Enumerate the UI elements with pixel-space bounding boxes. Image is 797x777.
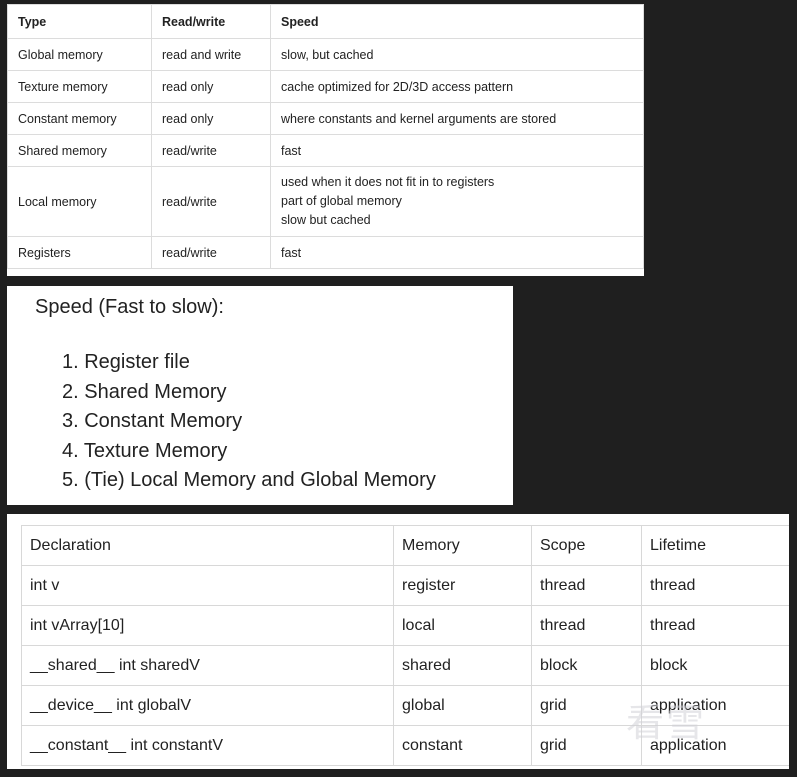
cell-scope: grid [531, 725, 642, 766]
cell-scope: grid [531, 685, 642, 726]
cell-type: Texture memory [7, 70, 152, 103]
cell-declaration: __device__ int globalV [21, 685, 394, 726]
cell-memory: constant [393, 725, 532, 766]
memory-types-table: Type Read/write Speed Global memory read… [7, 4, 644, 269]
cell-type: Local memory [7, 166, 152, 237]
cell-memory: global [393, 685, 532, 726]
table-header-row: Declaration Memory Scope Lifetime [21, 525, 789, 566]
cell-scope: block [531, 645, 642, 686]
list-item: 5. (Tie) Local Memory and Global Memory [62, 469, 436, 491]
speed-ranking-title: Speed (Fast to slow): [35, 296, 224, 318]
cell-read-write: read/write [151, 166, 271, 237]
header-type: Type [7, 4, 152, 39]
table-header-row: Type Read/write Speed [7, 4, 644, 39]
speed-line: part of global memory [281, 194, 402, 208]
cell-read-write: read and write [151, 38, 271, 71]
cell-type: Constant memory [7, 102, 152, 135]
list-item: 1. Register file [62, 351, 190, 373]
table-row: Texture memory read only cache optimized… [7, 70, 644, 103]
cell-read-write: read/write [151, 134, 271, 167]
table-row: Constant memory read only where constant… [7, 102, 644, 135]
cell-type: Global memory [7, 38, 152, 71]
table-row: Shared memory read/write fast [7, 134, 644, 167]
list-item: 2. Shared Memory [62, 380, 227, 403]
header-lifetime: Lifetime [641, 525, 789, 566]
cell-read-write: read/write [151, 236, 271, 269]
header-scope: Scope [531, 525, 642, 566]
table-row: Registers read/write fast [7, 236, 644, 269]
speed-line: slow but cached [281, 213, 371, 227]
cell-scope: thread [531, 565, 642, 606]
table-row: __shared__ int sharedV shared block bloc… [21, 645, 789, 686]
cell-speed: where constants and kernel arguments are… [270, 102, 644, 135]
cell-lifetime: application [641, 725, 789, 766]
cell-lifetime: block [641, 645, 789, 686]
cell-lifetime: thread [641, 605, 789, 646]
cell-type: Shared memory [7, 134, 152, 167]
speed-ranking-panel: Speed (Fast to slow): 1. Register file 2… [7, 286, 513, 505]
cell-speed: fast [270, 134, 644, 167]
cell-declaration: int v [21, 565, 394, 606]
header-declaration: Declaration [21, 525, 394, 566]
cell-speed: used when it does not fit in to register… [270, 166, 644, 237]
table-row: __constant__ int constantV constant grid… [21, 725, 789, 766]
cell-lifetime: thread [641, 565, 789, 606]
list-item: 3. Constant Memory [62, 410, 243, 432]
table-row: __device__ int globalV global grid appli… [21, 685, 789, 726]
cell-speed: cache optimized for 2D/3D access pattern [270, 70, 644, 103]
table-row: int v register thread thread [21, 565, 789, 606]
list-item: 4. Texture Memory [62, 439, 228, 462]
cell-read-write: read only [151, 70, 271, 103]
cell-memory: register [393, 565, 532, 606]
declaration-panel: Declaration Memory Scope Lifetime int v … [7, 514, 789, 769]
header-memory: Memory [393, 525, 532, 566]
table-row: Local memory read/write used when it doe… [7, 166, 644, 237]
cell-type: Registers [7, 236, 152, 269]
cell-speed: fast [270, 236, 644, 269]
cell-declaration: __constant__ int constantV [21, 725, 394, 766]
header-read-write: Read/write [151, 4, 271, 39]
cell-lifetime: application [641, 685, 789, 726]
header-speed: Speed [270, 4, 644, 39]
cell-speed: slow, but cached [270, 38, 644, 71]
declaration-table: Declaration Memory Scope Lifetime int v … [21, 525, 789, 766]
cell-read-write: read only [151, 102, 271, 135]
cell-declaration: int vArray[10] [21, 605, 394, 646]
speed-line: used when it does not fit in to register… [281, 175, 495, 189]
table-row: int vArray[10] local thread thread [21, 605, 789, 646]
table-row: Global memory read and write slow, but c… [7, 38, 644, 71]
memory-types-panel: Type Read/write Speed Global memory read… [7, 4, 644, 276]
cell-memory: shared [393, 645, 532, 686]
cell-declaration: __shared__ int sharedV [21, 645, 394, 686]
cell-scope: thread [531, 605, 642, 646]
cell-memory: local [393, 605, 532, 646]
speed-ranking-list: 1. Register file 2. Shared Memory 3. Con… [62, 348, 436, 496]
